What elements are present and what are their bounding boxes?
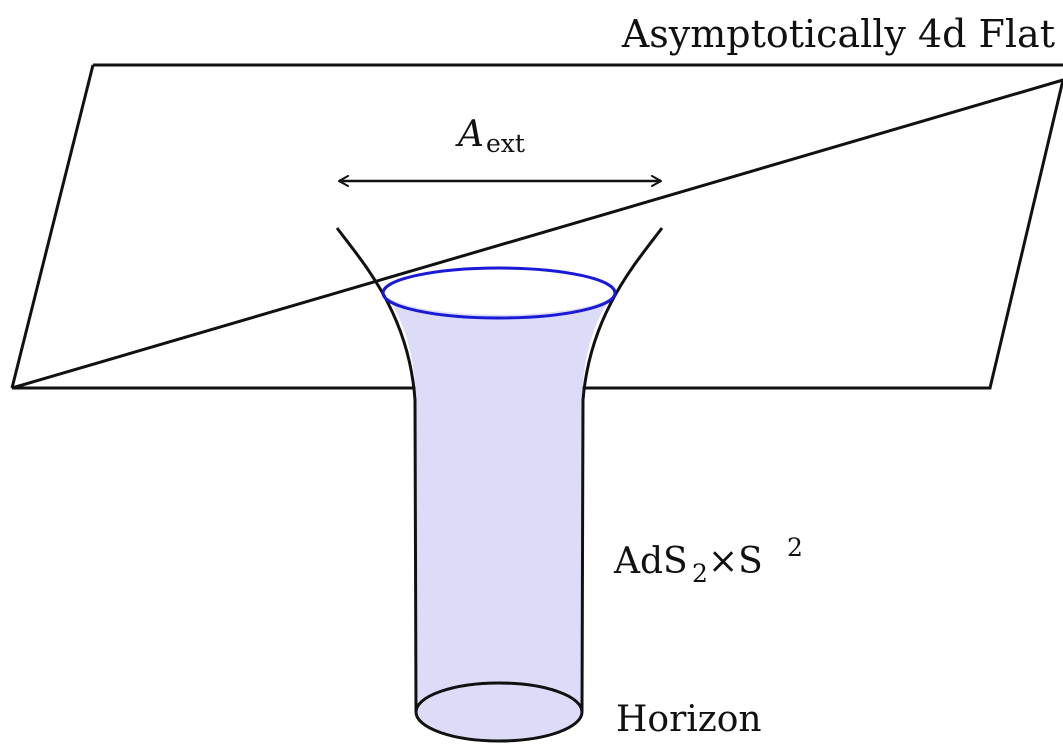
horizon-label: Horizon <box>616 699 762 740</box>
title-label: Asymptotically 4d Flat <box>621 12 1055 56</box>
throat-fill <box>384 293 615 712</box>
geometry-label-sphere-superscript: 2 <box>787 533 803 562</box>
throat-right-wall <box>580 227 664 713</box>
throat-left-wall <box>335 227 418 713</box>
geometry-label-times-sphere: ×S <box>708 541 763 582</box>
flat-plane-left-edge <box>10 64 95 389</box>
geometry-label-ads: AdS <box>613 541 688 582</box>
extremal-surface-ring <box>381 266 617 320</box>
horizon-ellipse <box>414 681 584 743</box>
area-label-symbol: A <box>455 114 484 155</box>
area-label-subscript: ext <box>486 129 525 158</box>
horizon-fill <box>416 683 582 741</box>
geometry-label-ads-subscript: 2 <box>692 559 708 588</box>
